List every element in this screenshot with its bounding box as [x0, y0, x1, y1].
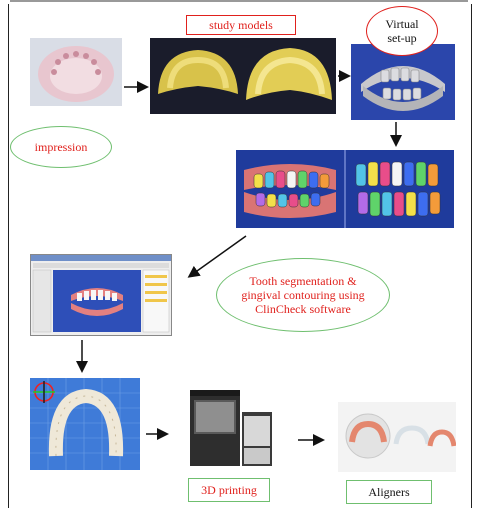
arrow-printer-to-aligners [0, 0, 477, 513]
